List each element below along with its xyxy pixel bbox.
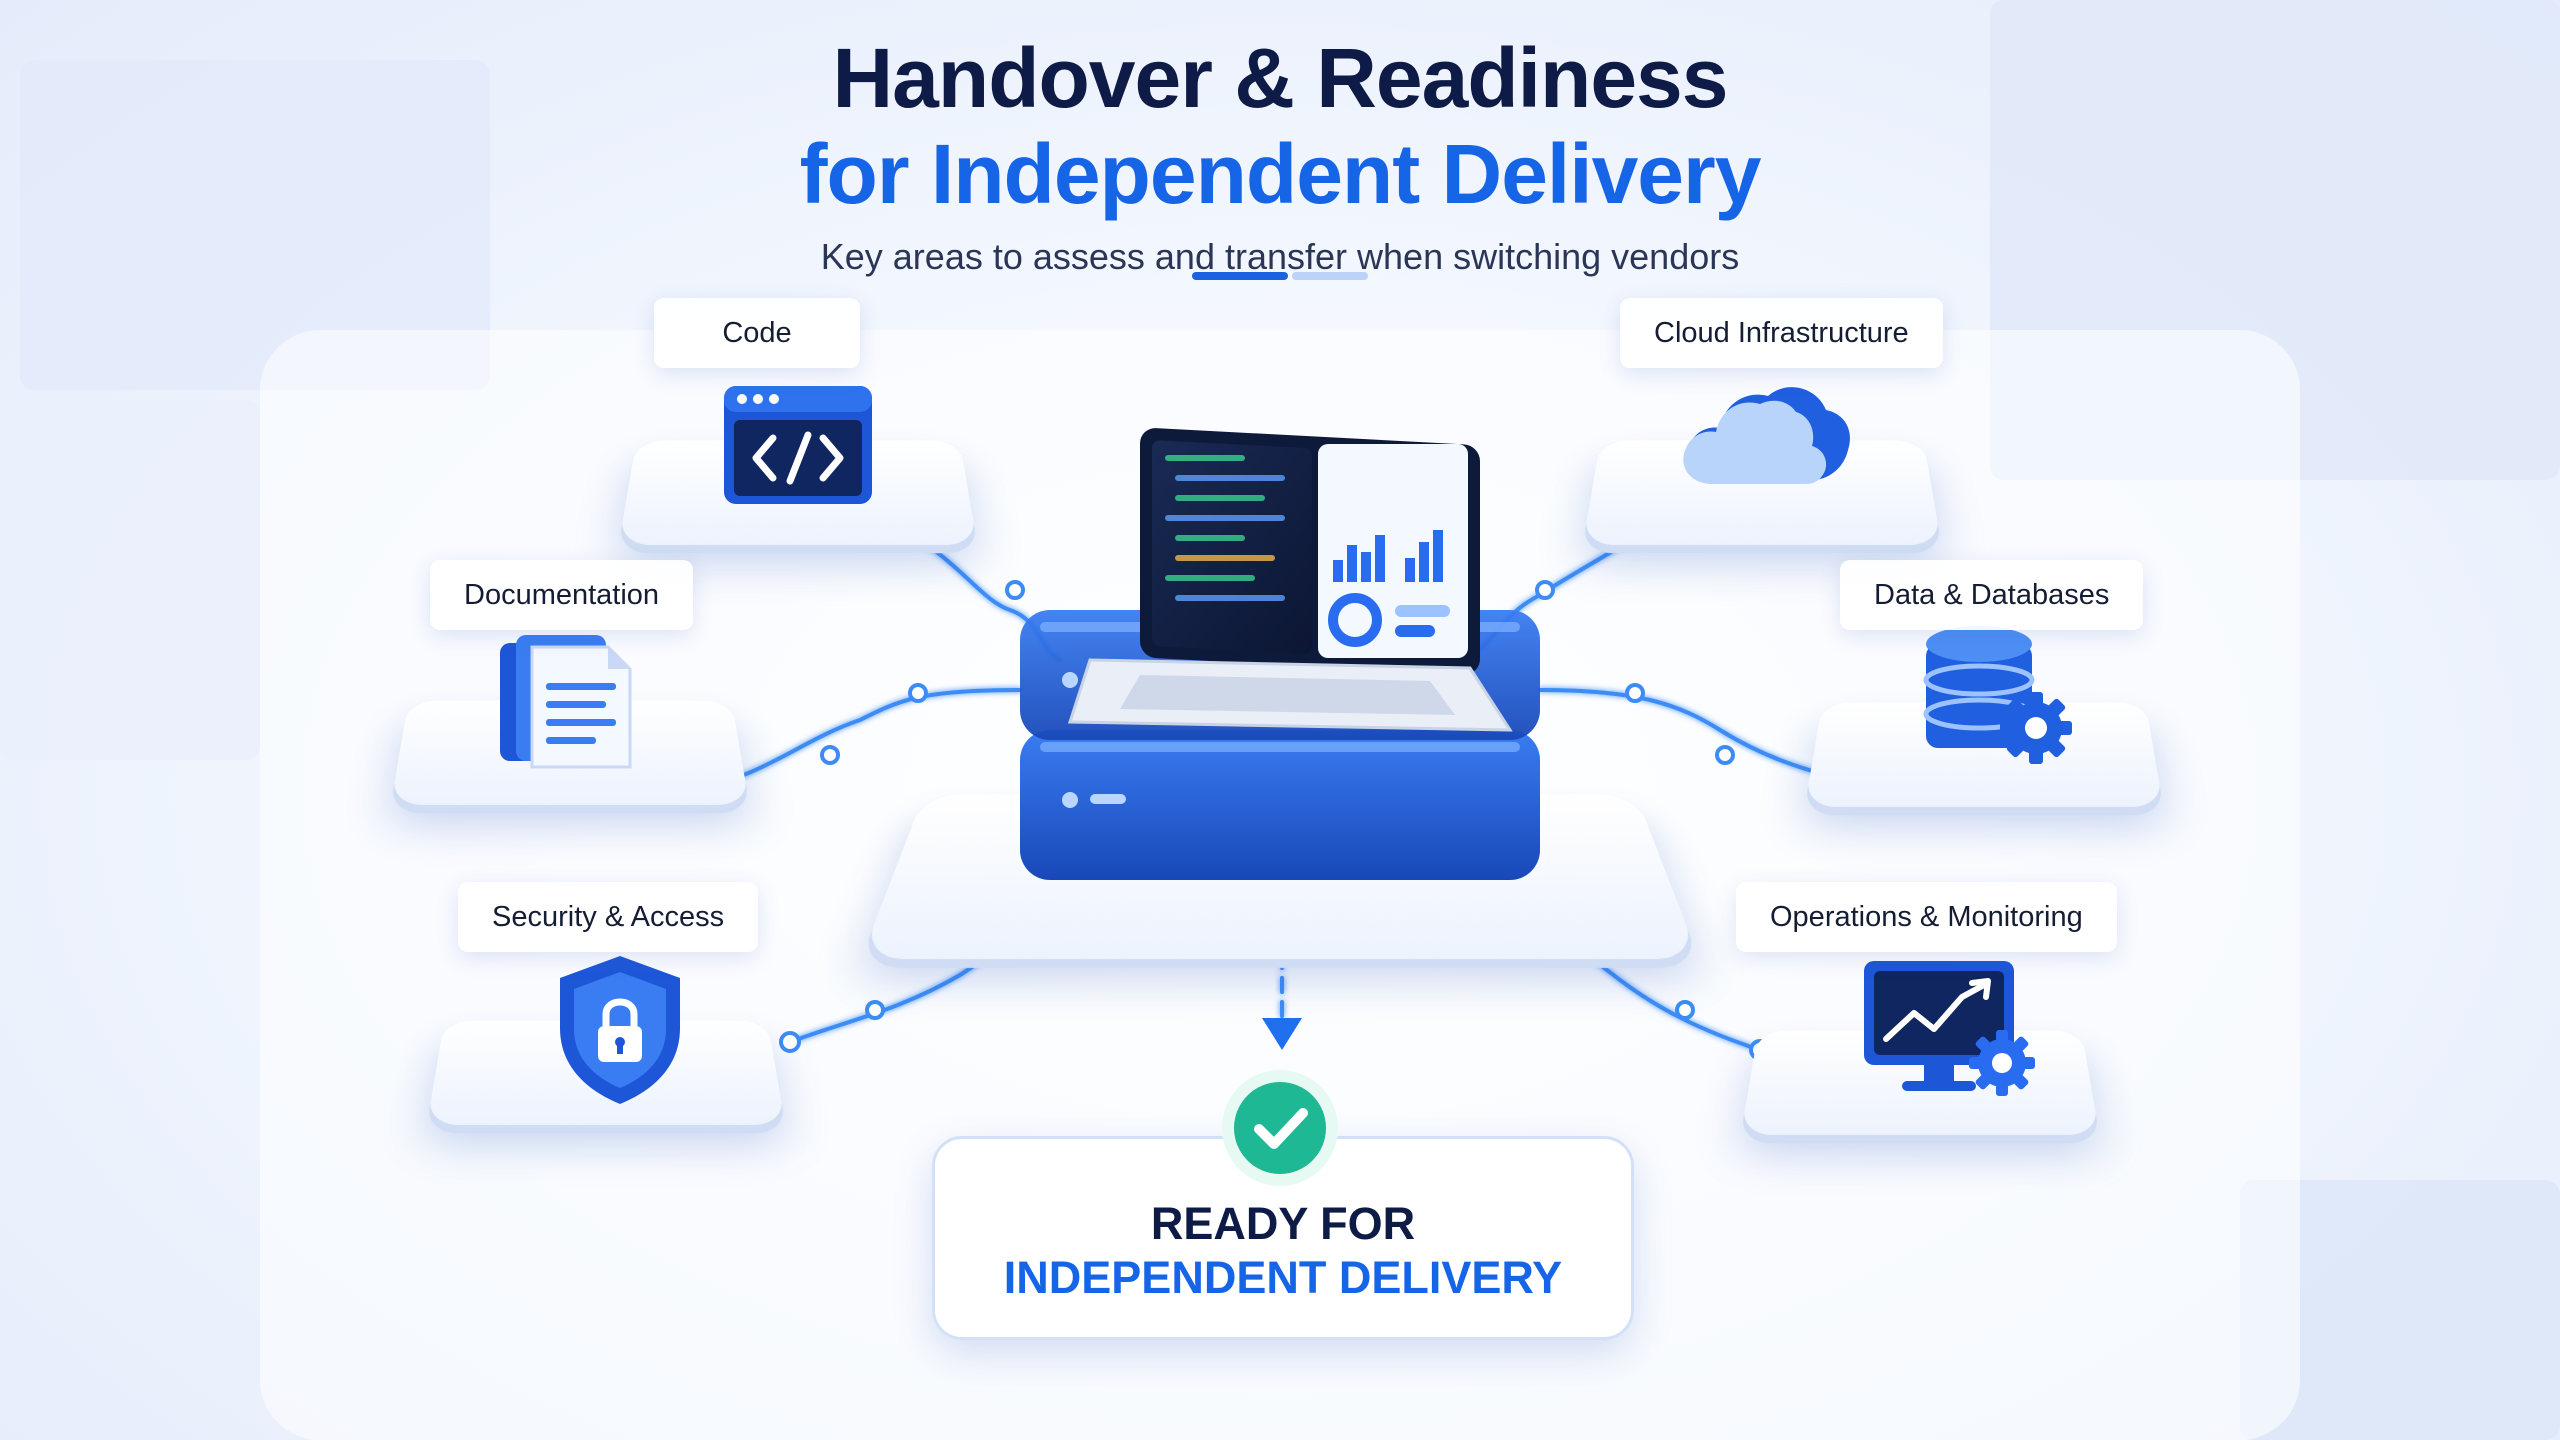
ready-line-1: READY FOR <box>935 1197 1631 1251</box>
label-operations: Operations & Monitoring <box>1736 882 2117 952</box>
label-code: Code <box>654 298 860 368</box>
ready-line-2: INDEPENDENT DELIVERY <box>935 1251 1631 1305</box>
label-security: Security & Access <box>458 882 758 952</box>
label-cloud: Cloud Infrastructure <box>1620 298 1943 368</box>
label-documentation: Documentation <box>430 560 693 630</box>
code-window-icon <box>718 380 878 510</box>
cloud-icon <box>1676 360 1856 500</box>
database-gear-icon <box>1910 620 2080 770</box>
arrow-down-icon <box>1262 1018 1302 1050</box>
shield-lock-icon <box>550 950 690 1110</box>
label-data: Data & Databases <box>1840 560 2143 630</box>
monitor-chart-gear-icon <box>1858 955 2038 1105</box>
check-circle-icon <box>1219 1067 1341 1189</box>
document-icon <box>490 625 650 775</box>
laptop-server-icon <box>1000 400 1560 940</box>
